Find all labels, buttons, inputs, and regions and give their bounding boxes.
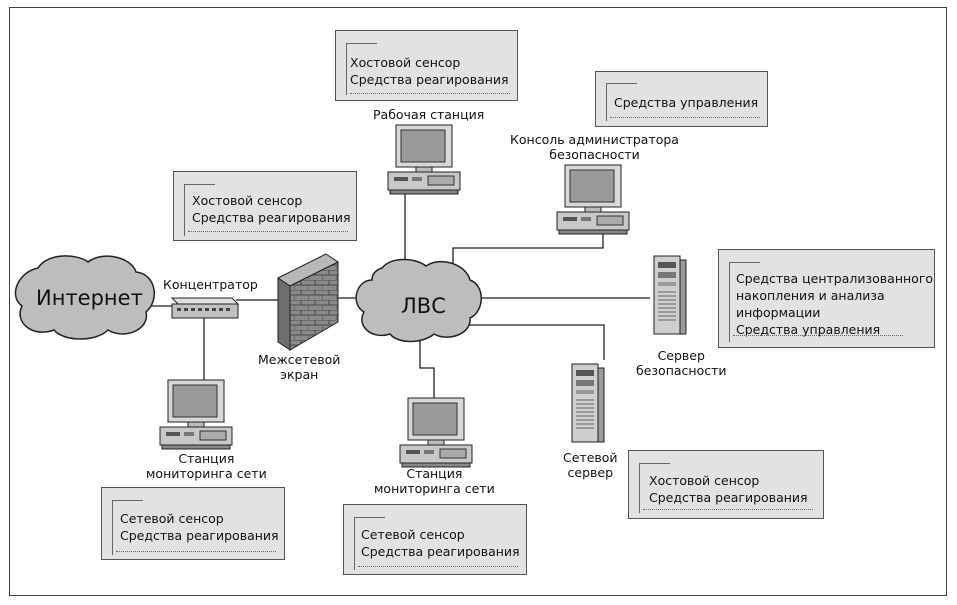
network-sensor-center-info-box: Сетевой сенсор Средства реагирования: [343, 504, 527, 575]
hub-label: Концентратор: [163, 277, 258, 292]
monitor-station-left-label: Станция мониторинга сети: [146, 451, 267, 481]
admin-console-label-line1: Консоль администратора: [510, 132, 679, 147]
security-server-icon: [653, 255, 687, 335]
network-server-icon: [571, 363, 605, 443]
central-info-box: Средства централизованного накопления и …: [718, 249, 935, 348]
network-sensor-center-box-line2: Средства реагирования: [361, 544, 520, 559]
workstation-computer-icon: [387, 124, 461, 195]
firewall-icon: [277, 253, 339, 351]
internet-label: Интернет: [36, 286, 143, 310]
monitor-station-left-label-line2: мониторинга сети: [146, 466, 267, 481]
firewall-label-line2: экран: [280, 367, 319, 382]
firewall-label-line1: Межсетевой: [258, 352, 341, 367]
hub-icon: [170, 297, 240, 319]
network-server-label: Сетевой сервер: [563, 450, 618, 480]
admin-console-label-line2: безопасности: [549, 147, 640, 162]
workstation-label: Рабочая станция: [373, 107, 485, 122]
lan-label: ЛВС: [401, 294, 446, 318]
central-box-line3: информации: [736, 305, 821, 320]
admin-console-label: Консоль администратора безопасности: [510, 132, 679, 162]
monitor-station-center-computer-icon: [399, 397, 473, 468]
monitor-station-center-label-line1: Станция: [406, 466, 463, 481]
admin-console-computer-icon: [556, 164, 630, 235]
security-server-label-line1: Сервер: [657, 348, 705, 363]
host-sensor-left-box-line2: Средства реагирования: [192, 210, 351, 225]
workstation-info-box: Хостовой сенсор Средства реагирования: [335, 30, 518, 101]
network-server-label-line2: сервер: [567, 465, 614, 480]
workstation-box-line1: Хостовой сенсор: [350, 55, 461, 70]
host-sensor-left-info-box: Хостовой сенсор Средства реагирования: [173, 171, 357, 241]
monitor-station-center-label: Станция мониторинга сети: [374, 466, 495, 496]
lan-cloud: [355, 258, 482, 343]
network-server-label-line1: Сетевой: [563, 450, 618, 465]
diagram-frame: [9, 7, 947, 596]
central-box-line4: Средства управления: [736, 322, 881, 337]
internet-cloud: [14, 255, 155, 340]
network-sensor-center-box-line1: Сетевой сенсор: [361, 527, 465, 542]
management-box-line1: Средства управления: [614, 95, 759, 110]
central-box-line1: Средства централизованного: [736, 271, 934, 286]
management-info-box: Средства управления: [595, 71, 768, 127]
network-server-box-line1: Хостовой сенсор: [649, 473, 760, 488]
monitor-station-center-label-line2: мониторинга сети: [374, 481, 495, 496]
network-sensor-left-box-line2: Средства реагирования: [120, 528, 279, 543]
monitor-station-left-computer-icon: [159, 379, 233, 450]
security-server-label: Сервер безопасности: [636, 348, 727, 378]
workstation-box-line2: Средства реагирования: [350, 72, 509, 87]
firewall-label: Межсетевой экран: [258, 352, 340, 382]
central-box-line2: накопления и анализа: [736, 288, 885, 303]
network-server-box-line2: Средства реагирования: [649, 490, 808, 505]
network-sensor-left-info-box: Сетевой сенсор Средства реагирования: [101, 487, 285, 560]
security-server-label-line2: безопасности: [636, 363, 727, 378]
monitor-station-left-label-line1: Станция: [178, 451, 235, 466]
network-sensor-left-box-line1: Сетевой сенсор: [120, 511, 224, 526]
network-server-info-box: Хостовой сенсор Средства реагирования: [628, 450, 824, 519]
host-sensor-left-box-line1: Хостовой сенсор: [192, 193, 303, 208]
